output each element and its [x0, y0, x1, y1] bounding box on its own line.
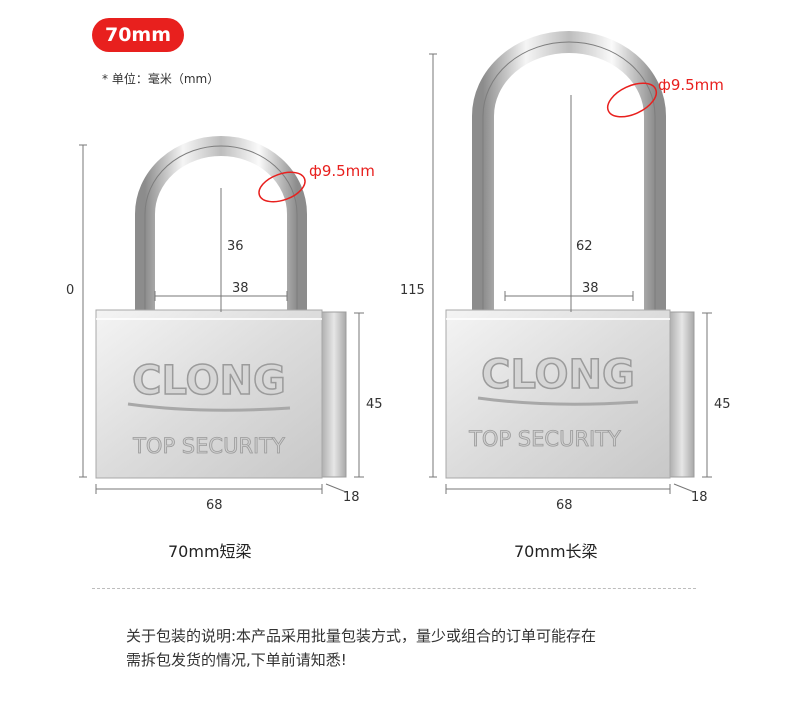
short-thickness-label: 18: [343, 490, 360, 505]
size-badge: 70mm: [92, 18, 184, 52]
long-thickness-label: 18: [691, 490, 708, 505]
divider: [92, 588, 696, 589]
packaging-note-line1: 关于包装的说明:本产品采用批量包装方式，量少或组合的订单可能存在: [126, 627, 597, 645]
packaging-note-line2: 需拆包发货的情况,下单前请知悉!: [126, 651, 347, 669]
long-lock-caption: 70mm长梁: [514, 542, 598, 561]
short-brand: CLONG: [132, 358, 286, 404]
short-inner-width-label: 38: [232, 281, 249, 296]
long-diameter-marker: [606, 82, 658, 118]
short-body: [95, 309, 323, 479]
short-shackle-height-label: 36: [227, 239, 244, 254]
short-body-height-label: 45: [366, 397, 383, 412]
long-body-side: [669, 311, 695, 478]
packaging-note: 关于包装的说明:本产品采用批量包装方式，量少或组合的订单可能存在 需拆包发货的情…: [126, 624, 726, 672]
long-slogan: TOP SECURITY: [468, 427, 621, 451]
long-total-height-label: 115: [400, 283, 425, 298]
short-lock: CLONG TOP SECURITY 0 36 38 45 68 18 ф9.5…: [66, 136, 383, 513]
long-shackle-height-label: 62: [576, 239, 593, 254]
long-shackle: [472, 31, 666, 312]
long-brand: CLONG: [481, 352, 635, 398]
long-diameter-label: ф9.5mm: [658, 76, 724, 94]
long-inner-width-label: 38: [582, 281, 599, 296]
short-diameter-marker: [258, 171, 306, 203]
long-body: [445, 309, 671, 479]
unit-note: * 单位：毫米（mm）: [102, 72, 220, 86]
long-body-width-label: 68: [556, 498, 573, 513]
long-lock: CLONG TOP SECURITY 115 62 38 45 68 18 ф9…: [400, 31, 731, 513]
short-lock-caption: 70mm短梁: [168, 542, 252, 561]
short-diameter-label: ф9.5mm: [309, 162, 375, 180]
short-slogan: TOP SECURITY: [132, 434, 285, 458]
short-total-height-label: 0: [66, 283, 74, 298]
long-body-height-label: 45: [714, 397, 731, 412]
short-body-width-label: 68: [206, 498, 223, 513]
short-body-side: [321, 311, 347, 478]
